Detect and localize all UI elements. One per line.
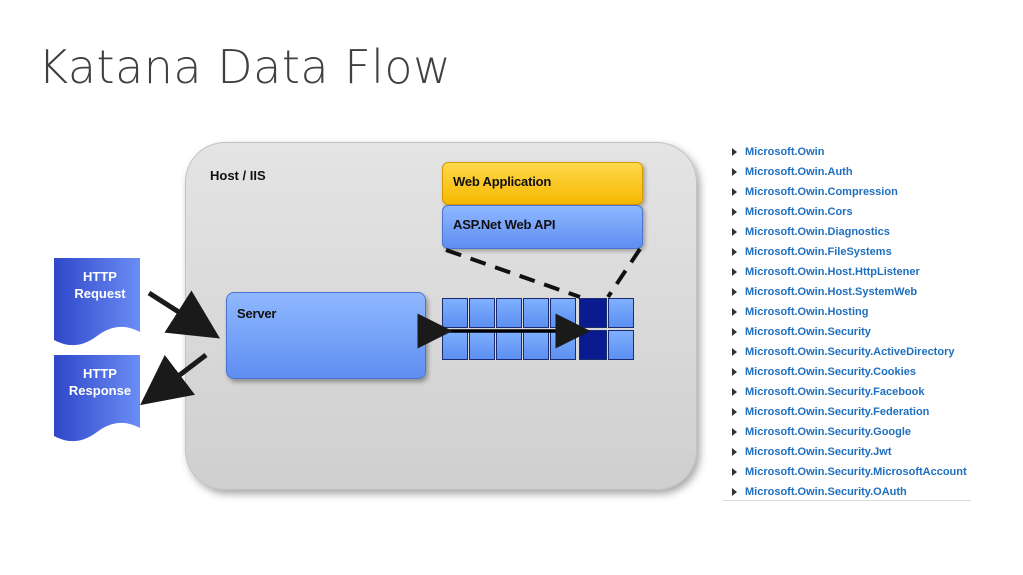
dashed-connector-right (606, 247, 642, 299)
expand-triangle-icon[interactable] (732, 388, 737, 396)
pipeline-cell (608, 330, 634, 360)
expand-triangle-icon[interactable] (732, 148, 737, 156)
web-application-box (442, 162, 643, 205)
http-response-document-icon (54, 355, 140, 442)
aspnet-web-api-label: ASP.Net Web API (453, 217, 556, 232)
expand-triangle-icon[interactable] (732, 368, 737, 376)
expand-triangle-icon[interactable] (732, 268, 737, 276)
expand-triangle-icon[interactable] (732, 428, 737, 436)
expand-triangle-icon[interactable] (732, 288, 737, 296)
expand-triangle-icon[interactable] (732, 188, 737, 196)
response-arrow-icon (140, 353, 208, 406)
expand-triangle-icon[interactable] (732, 488, 737, 496)
expand-triangle-icon[interactable] (732, 248, 737, 256)
aspnet-web-api-box (442, 205, 643, 249)
expand-triangle-icon[interactable] (732, 408, 737, 416)
expand-triangle-icon[interactable] (732, 228, 737, 236)
request-arrow-icon (147, 290, 221, 339)
expand-triangle-icon[interactable] (732, 448, 737, 456)
web-application-label: Web Application (453, 174, 552, 189)
http-request-document-icon (54, 258, 140, 346)
owin-namespace-list: Microsoft.Owin Microsoft.Owin.Auth Micro… (723, 142, 971, 501)
expand-triangle-icon[interactable] (732, 328, 737, 336)
expand-triangle-icon[interactable] (732, 168, 737, 176)
host-iis-label: Host / IIS (210, 168, 266, 183)
http-request-label: HTTP Request (74, 269, 126, 301)
page-title: Katana Data Flow (38, 40, 452, 94)
expand-triangle-icon[interactable] (732, 348, 737, 356)
expand-triangle-icon[interactable] (732, 208, 737, 216)
expand-triangle-icon[interactable] (732, 308, 737, 316)
http-response-label: HTTP Response (68, 366, 132, 398)
pipeline-cell (608, 298, 634, 328)
expand-triangle-icon[interactable] (732, 468, 737, 476)
server-label: Server (237, 306, 277, 321)
dashed-connector-left (445, 248, 581, 299)
